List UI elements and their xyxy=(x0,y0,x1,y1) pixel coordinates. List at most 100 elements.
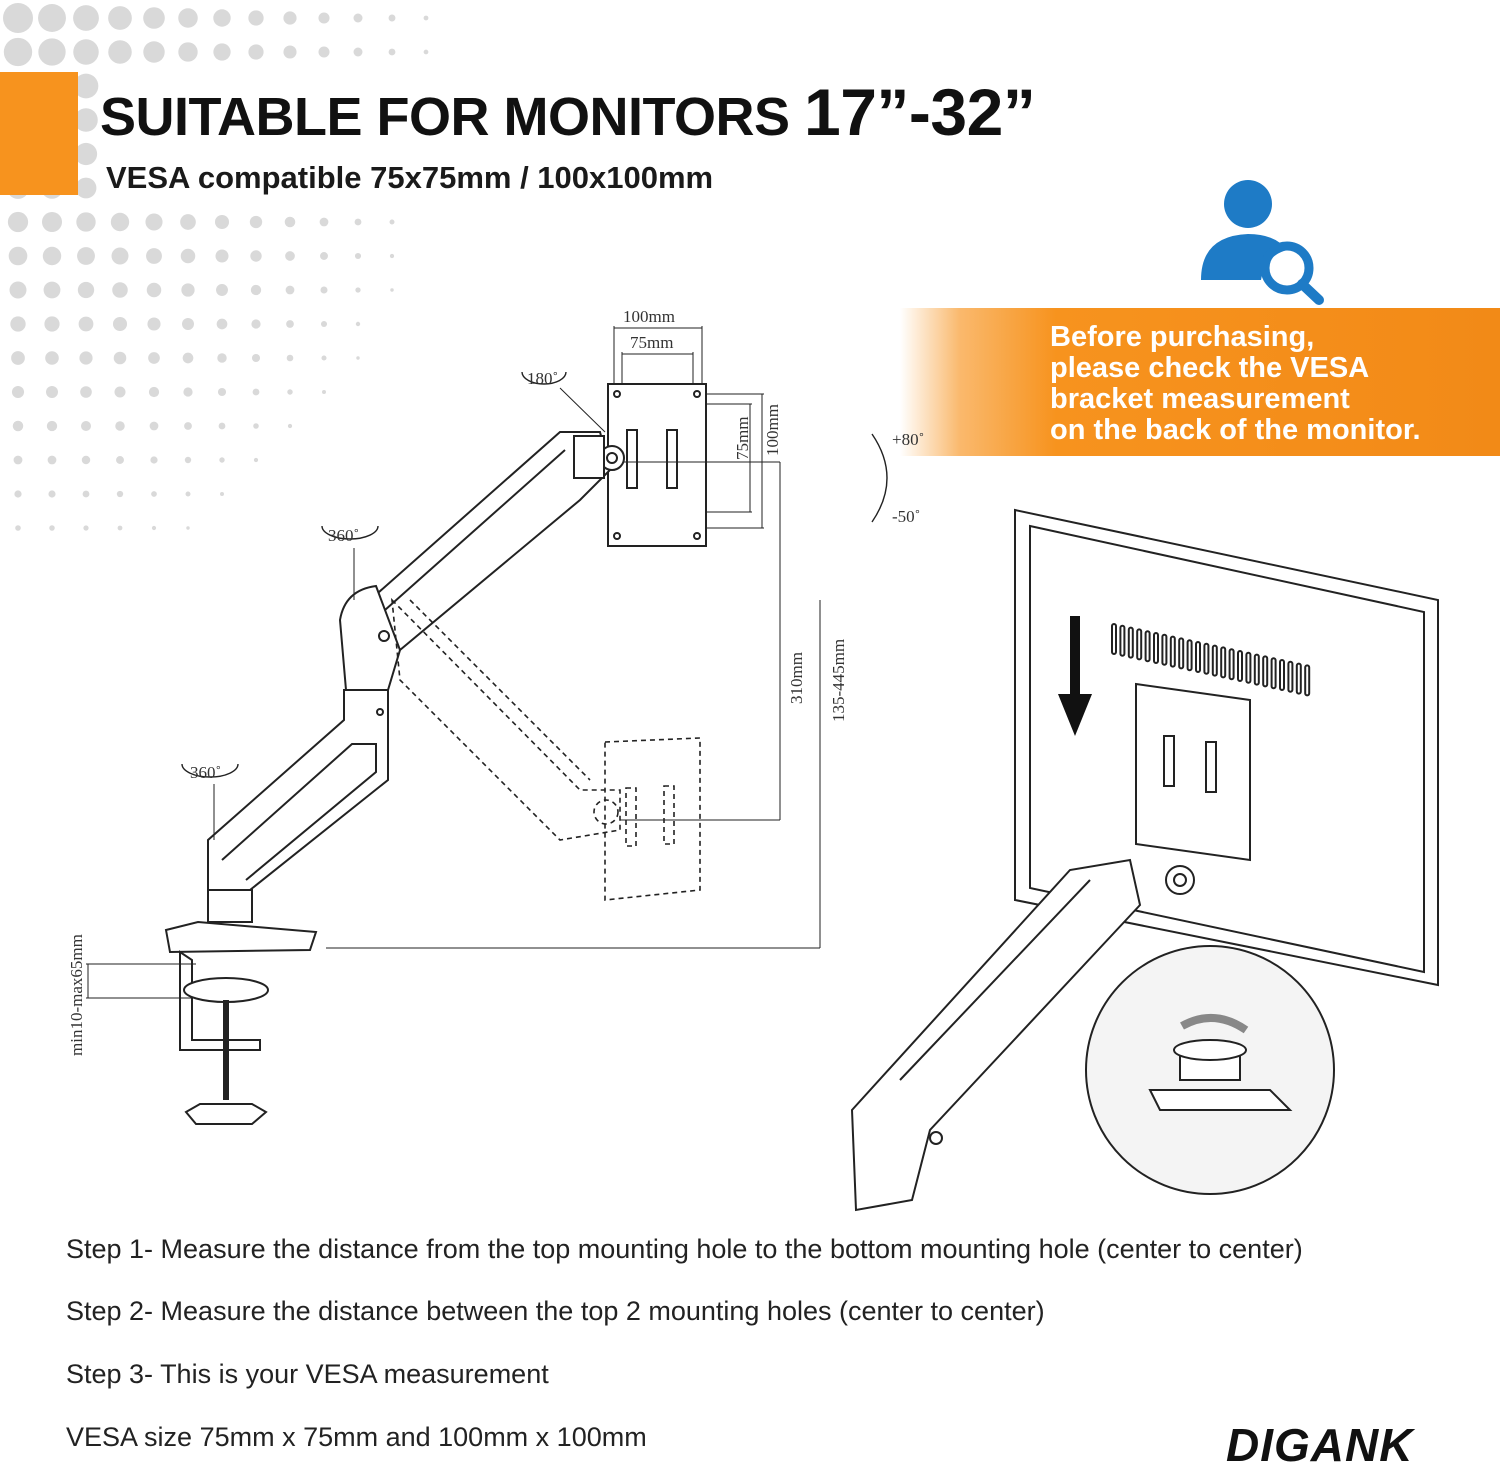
vent-slot xyxy=(1304,664,1311,697)
halftone-dot xyxy=(150,456,158,464)
vent-slot xyxy=(1136,628,1143,661)
halftone-dot xyxy=(46,386,58,398)
step-1: Step 1- Measure the distance from the to… xyxy=(66,1234,1303,1264)
halftone-dot xyxy=(3,3,33,33)
halftone-dot xyxy=(45,351,59,365)
notice-line-1: Before purchasing, xyxy=(1050,321,1315,353)
halftone-dot xyxy=(214,214,230,230)
halftone-dot xyxy=(216,284,228,296)
halftone-dot xyxy=(8,246,28,266)
halftone-dot xyxy=(253,457,259,463)
dim-height-100: 100mm xyxy=(763,404,782,456)
halftone-dot xyxy=(287,389,293,395)
halftone-dot xyxy=(353,13,363,23)
halftone-dot xyxy=(182,352,194,364)
halftone-dot xyxy=(285,251,295,261)
halftone-dot xyxy=(217,387,227,397)
vent-slot xyxy=(1161,633,1168,666)
vent-slot xyxy=(1111,623,1117,655)
halftone-dot xyxy=(149,421,159,431)
halftone-dot xyxy=(320,286,328,294)
halftone-dot xyxy=(7,211,29,233)
step-2: Step 2- Measure the distance between the… xyxy=(66,1296,1045,1326)
vent-slot xyxy=(1228,648,1235,681)
halftone-dot xyxy=(178,8,198,28)
halftone-dot xyxy=(80,420,92,432)
arm-dimension-diagram: 100mm 75mm 75mm 100mm 180˚ 360˚ 360˚ +80… xyxy=(67,307,924,1125)
halftone-dot xyxy=(178,42,198,62)
accent-block xyxy=(0,72,78,195)
halftone-dot xyxy=(116,490,124,498)
halftone-dot xyxy=(356,356,360,360)
vent-slot xyxy=(1237,650,1243,682)
halftone-dot xyxy=(283,11,297,25)
vent-slot xyxy=(1169,635,1176,668)
title-size-range: 17”-32” xyxy=(804,75,1036,149)
halftone-dot xyxy=(251,319,261,329)
halftone-dot xyxy=(3,37,33,67)
dim-width-100: 100mm xyxy=(623,307,675,326)
halftone-dot xyxy=(73,39,99,65)
halftone-dot xyxy=(15,525,21,531)
notice-banner xyxy=(900,308,1500,456)
halftone-dot xyxy=(75,177,97,199)
halftone-dot xyxy=(108,6,132,30)
halftone-dot xyxy=(81,455,91,465)
halftone-dot xyxy=(218,422,226,430)
halftone-dot xyxy=(284,216,296,228)
halftone-dot xyxy=(74,142,98,166)
halftone-dot xyxy=(389,253,395,259)
halftone-dot xyxy=(44,316,60,332)
halftone-dot xyxy=(42,246,62,266)
halftone-dot xyxy=(251,353,261,363)
halftone-dot xyxy=(389,219,395,225)
halftone-dot xyxy=(148,386,160,398)
halftone-dot xyxy=(82,490,90,498)
halftone-dot xyxy=(148,352,160,364)
halftone-dot xyxy=(116,456,124,464)
halftone-dot xyxy=(248,44,264,60)
halftone-dot xyxy=(112,316,128,332)
vent-slot xyxy=(1295,662,1302,695)
halftone-dot xyxy=(83,525,89,531)
notice-line-3: bracket measurement xyxy=(1050,383,1350,415)
dim-width-75: 75mm xyxy=(630,333,673,352)
halftone-dot xyxy=(219,457,225,463)
halftone-dot xyxy=(11,385,25,399)
halftone-dot xyxy=(78,316,94,332)
halftone-dot xyxy=(49,525,55,531)
halftone-dot xyxy=(14,490,22,498)
halftone-dot xyxy=(143,7,165,29)
halftone-dot xyxy=(10,316,26,332)
rotate-360-top-label: 360˚ xyxy=(328,526,359,545)
halftone-dot xyxy=(183,387,193,397)
halftone-dot xyxy=(248,10,264,26)
halftone-dot xyxy=(38,38,66,66)
halftone-dot xyxy=(151,525,157,531)
halftone-dot xyxy=(184,422,192,430)
halftone-dot xyxy=(354,252,362,260)
halftone-dot xyxy=(76,212,96,232)
halftone-dot xyxy=(143,41,165,63)
vent-slot xyxy=(1287,660,1294,693)
halftone-dot xyxy=(145,213,163,231)
halftone-dot xyxy=(182,318,194,330)
halftone-dot xyxy=(117,525,123,531)
vent-slot xyxy=(1245,651,1252,684)
notice-text: Before purchasing, please check the VESA… xyxy=(1050,322,1490,446)
halftone-dot xyxy=(12,420,24,432)
halftone-dot xyxy=(423,49,429,55)
halftone-dot xyxy=(355,321,361,327)
vent-slot xyxy=(1253,653,1260,686)
vent-slot xyxy=(1270,657,1277,690)
halftone-dot xyxy=(114,386,126,398)
halftone-dot xyxy=(11,351,25,365)
halftone-dot xyxy=(180,248,196,264)
halftone-dot xyxy=(215,249,229,263)
halftone-dot xyxy=(46,420,58,432)
halftone-dot xyxy=(73,5,99,31)
halftone-dot xyxy=(388,48,396,56)
page-subtitle: VESA compatible 75x75mm / 100x100mm xyxy=(106,160,714,195)
halftone-dot xyxy=(77,247,95,265)
halftone-dot xyxy=(13,455,23,465)
